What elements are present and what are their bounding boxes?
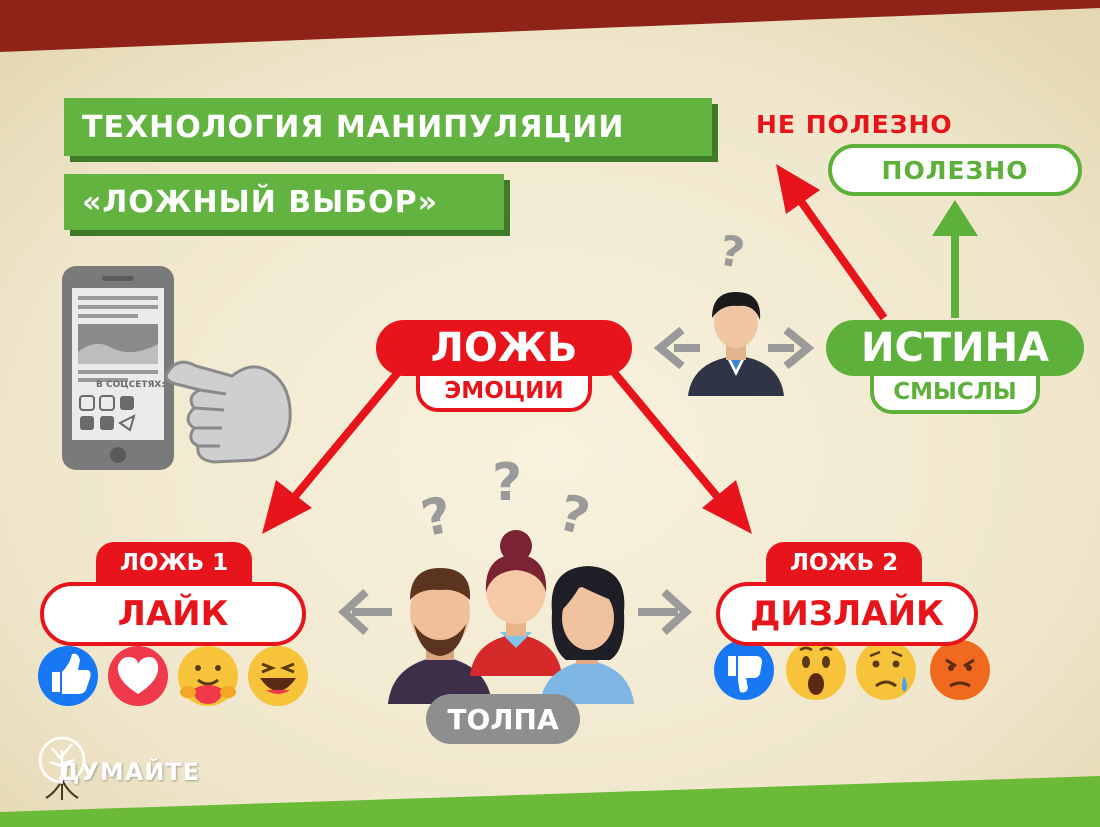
crowd-arrow-right: [638, 589, 692, 635]
lie1-tag-label: ЛОЖЬ 1: [119, 550, 229, 576]
truth-main-pill: ИСТИНА: [826, 320, 1084, 376]
like-icon: [38, 646, 98, 706]
angry-icon: [930, 640, 990, 700]
phone-social-label: В СОЦСЕТЯХ:: [96, 380, 165, 390]
crowd-icon: [388, 530, 634, 704]
heart-icon: [108, 646, 168, 706]
laugh-icon: [248, 646, 308, 706]
arrow-lie-to-lie2: [608, 367, 752, 534]
arrow-lie-to-lie1: [262, 367, 404, 534]
truth-sub-label: СМЫСЛЫ: [893, 379, 1017, 405]
arrow-right-gray: [768, 326, 815, 370]
not-useful-label: НЕ ПОЛЕЗНО: [756, 110, 953, 139]
lie2-label: ДИЗЛАЙК: [750, 594, 944, 634]
person-icon: [688, 292, 784, 396]
arrow-truth-to-useful: [932, 200, 978, 318]
useful-label: ПОЛЕЗНО: [881, 155, 1029, 185]
lie1-pill: ЛАЙК: [40, 582, 306, 646]
title-line-2: «ЛОЖНЫЙ ВЫБОР»: [64, 174, 504, 230]
sad-icon: [856, 640, 916, 700]
brand-label: ДУМАЙТЕ: [58, 758, 201, 786]
smartphone-icon: [62, 266, 174, 470]
question-icon: ?: [553, 483, 595, 546]
lie-main-pill: ЛОЖЬ: [376, 320, 632, 376]
lie-sub-label: ЭМОЦИИ: [444, 378, 564, 404]
lie2-tag: ЛОЖЬ 2: [766, 542, 922, 584]
brand-tree-icon: [38, 736, 86, 800]
lie1-label: ЛАЙК: [117, 594, 229, 634]
useful-pill: ПОЛЕЗНО: [828, 144, 1082, 196]
pointing-hand-icon: [164, 360, 292, 464]
crowd-arrow-left: [338, 589, 392, 635]
crowd-label: ТОЛПА: [447, 702, 559, 736]
question-icon: ?: [492, 453, 522, 513]
arrow-left-gray: [653, 326, 700, 370]
lie2-pill: ДИЗЛАЙК: [716, 582, 978, 646]
truth-main-label: ИСТИНА: [860, 325, 1050, 371]
lie2-tag-label: ЛОЖЬ 2: [789, 550, 899, 576]
question-icon: ?: [716, 226, 749, 278]
arrow-truth-to-not-useful: [776, 164, 888, 321]
wow-icon: [786, 640, 846, 700]
title-line-1: ТЕХНОЛОГИЯ МАНИПУЛЯЦИИ: [64, 98, 712, 156]
lie1-tag: ЛОЖЬ 1: [96, 542, 252, 584]
question-icon: ?: [416, 485, 456, 548]
crowd-pill: ТОЛПА: [426, 694, 580, 744]
lie-main-label: ЛОЖЬ: [430, 325, 578, 371]
dislike-icon: [714, 640, 774, 700]
care-icon: [178, 646, 238, 706]
